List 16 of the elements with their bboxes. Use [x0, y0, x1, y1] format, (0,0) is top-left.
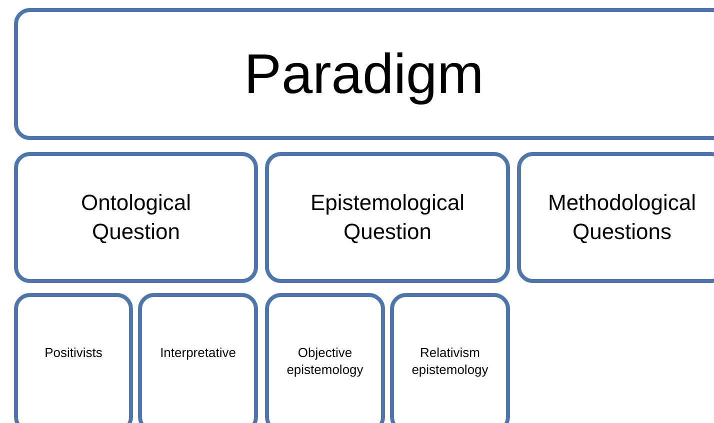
box-label: Methodological Questions	[547, 188, 697, 246]
box-label: Epistemological Question	[309, 188, 466, 246]
box-label: Relativism epistemology	[410, 345, 490, 379]
rounded-box	[14, 8, 714, 140]
rounded-box	[517, 152, 714, 283]
box-label: Positivists	[44, 345, 102, 362]
rounded-box	[138, 293, 258, 423]
box-label: Ontological Question	[80, 188, 192, 246]
box-label: Paradigm	[244, 40, 484, 107]
rounded-box	[390, 293, 510, 423]
rounded-box	[265, 293, 385, 423]
box-label: Interpretative	[160, 345, 236, 362]
rounded-box	[265, 152, 510, 283]
box-label: Objective epistemology	[286, 345, 364, 379]
rounded-box	[14, 152, 258, 283]
rounded-box	[14, 293, 133, 423]
